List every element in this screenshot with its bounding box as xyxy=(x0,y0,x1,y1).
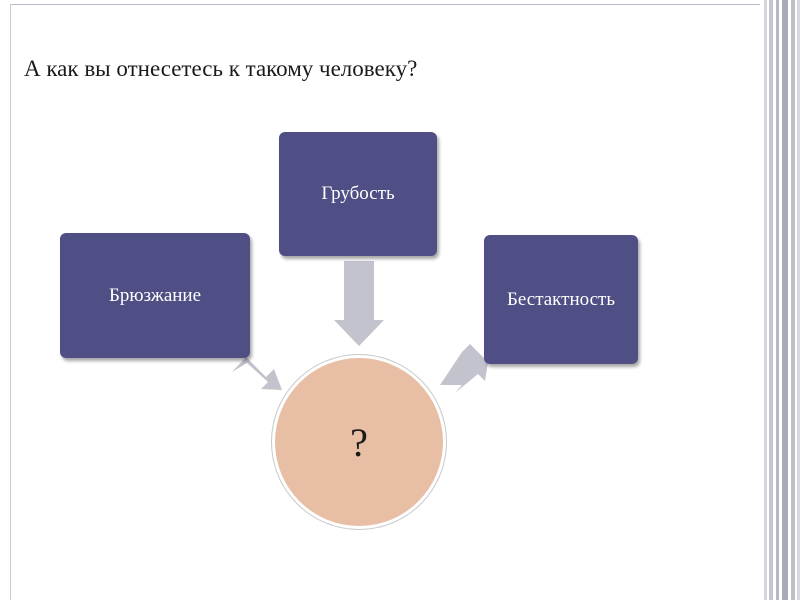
arrow-down xyxy=(334,261,384,346)
arrow-from-left-box xyxy=(232,357,282,390)
stripe xyxy=(791,0,795,600)
stripe xyxy=(797,0,800,600)
slide-title: А как вы отнесетесь к такому человеку? xyxy=(24,56,418,81)
arrow-from-right-box-shape xyxy=(440,344,488,393)
box-bestaktnost-label: Бестактность xyxy=(506,288,616,310)
stripe xyxy=(776,0,779,600)
center-question-mark: ? xyxy=(350,419,368,465)
box-bestaktnost: Бестактность xyxy=(484,235,638,364)
top-border-line xyxy=(10,4,760,5)
right-decorative-stripes xyxy=(762,0,800,600)
box-grubost: Грубость xyxy=(279,132,437,256)
stripe xyxy=(764,0,767,600)
box-grubost-label: Грубость xyxy=(321,183,395,204)
box-bryuzzhanie-label: Брюзжание xyxy=(108,284,202,306)
stripe xyxy=(769,0,773,600)
box-bryuzzhanie: Брюзжание xyxy=(60,233,250,358)
center-circle: ? xyxy=(275,358,443,526)
left-border-line xyxy=(10,4,11,600)
stripe xyxy=(782,0,788,600)
